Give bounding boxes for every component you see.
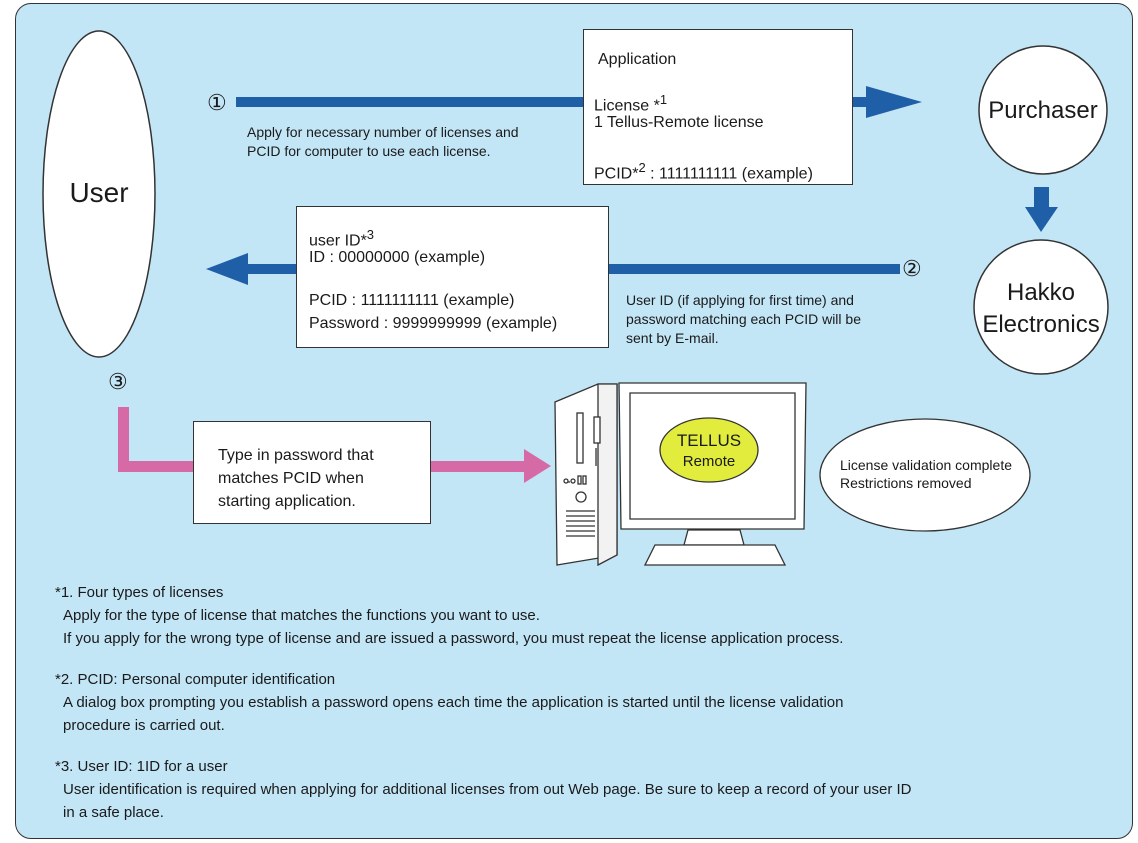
note-1-line-2: If you apply for the wrong type of licen… xyxy=(63,630,844,647)
tellus-label: TELLUS xyxy=(676,431,742,450)
note-2-line-2: procedure is carried out. xyxy=(63,717,225,734)
validation-line-2: Restrictions removed xyxy=(840,475,972,491)
apply-caption-2: PCID for computer to use each license. xyxy=(247,143,491,159)
user-label: User xyxy=(69,177,129,208)
apply-caption-1: Apply for necessary number of licenses a… xyxy=(247,124,519,140)
step-3: ③ xyxy=(108,369,128,394)
arrow-apply xyxy=(236,86,922,118)
hakko-circle xyxy=(973,239,1109,375)
user-ellipse xyxy=(42,30,156,358)
license-footnote-ref: 1 xyxy=(659,92,668,107)
purchaser-circle xyxy=(978,45,1108,175)
pcid-line: PCID*2 : 1111111111 (example) xyxy=(594,158,813,184)
note-3-heading: *3. User ID: 1ID for a user xyxy=(55,758,228,775)
id-line: ID : 00000000 (example) xyxy=(309,249,486,266)
email-caption-2: password matching each PCID will be xyxy=(626,311,861,327)
userid-label-line: user ID*3 xyxy=(309,225,374,251)
pcid-example-line: PCID : 1111111111 (example) xyxy=(309,292,515,309)
license-line: License *1 xyxy=(594,90,667,116)
license-label: License * xyxy=(594,97,660,115)
note-1-heading: *1. Four types of licenses xyxy=(55,584,224,601)
note-2-heading: *2. PCID: Personal computer identificati… xyxy=(55,671,336,688)
application-box: Application License *1 1 Tellus-Remote l… xyxy=(583,29,853,185)
userid-footnote-ref: 3 xyxy=(366,227,375,242)
step-1: ① xyxy=(207,90,227,115)
pcid-footnote-ref: 2 xyxy=(638,160,646,175)
pc-tower xyxy=(554,383,618,567)
password-box-line-3: starting application. xyxy=(218,493,356,510)
pcid-label: PCID* xyxy=(594,165,639,183)
arrow-purchaser-to-hakko xyxy=(1025,187,1058,232)
password-box-line-2: matches PCID when xyxy=(218,470,364,487)
note-3-line-1: User identification is required when app… xyxy=(63,781,912,798)
validation-ellipse xyxy=(819,418,1031,532)
userid-box: user ID*3 ID : 00000000 (example) PCID :… xyxy=(296,206,609,348)
note-2-line-1: A dialog box prompting you establish a p… xyxy=(63,694,844,711)
hakko-label-2: Electronics xyxy=(982,311,1100,338)
remote-label: Remote xyxy=(682,453,736,470)
application-title: Application xyxy=(598,51,677,68)
userid-label: user ID* xyxy=(309,232,367,250)
note-1-line-1: Apply for the type of license that match… xyxy=(63,607,540,624)
step-2: ② xyxy=(902,256,922,281)
password-box-line-1: Type in password that xyxy=(218,447,374,464)
email-caption-3: sent by E-mail. xyxy=(626,330,719,346)
email-caption-1: User ID (if applying for first time) and xyxy=(626,292,854,308)
tellus-ellipse xyxy=(659,417,759,483)
validation-line-1: License validation complete xyxy=(840,457,1012,473)
password-box: Type in password that matches PCID when … xyxy=(193,421,431,524)
license-value: 1 Tellus-Remote license xyxy=(594,114,764,131)
password-line: Password : 9999999999 (example) xyxy=(309,315,558,332)
pcid-value: : 1111111111 (example) xyxy=(645,165,813,183)
hakko-label: Hakko xyxy=(1006,279,1076,306)
note-3-line-2: in a safe place. xyxy=(63,804,164,821)
purchaser-label: Purchaser xyxy=(988,97,1098,124)
